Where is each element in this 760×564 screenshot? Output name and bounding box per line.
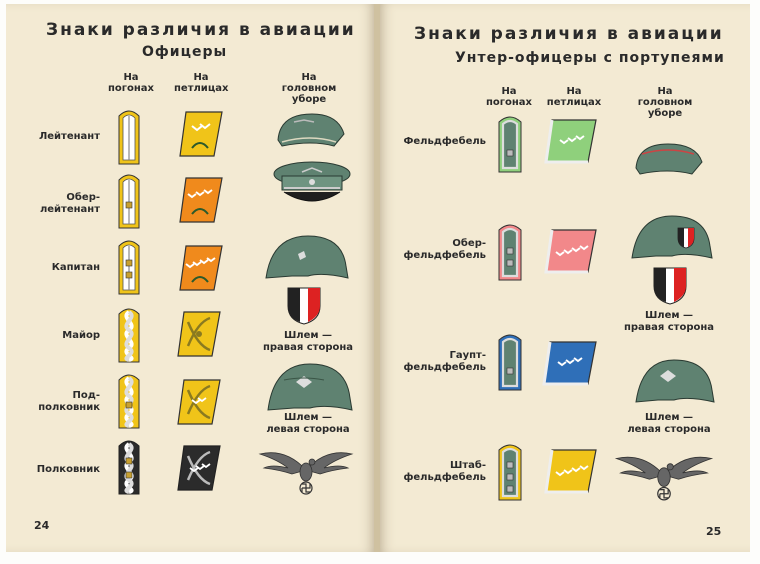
left-page-subtitle: Офицеры xyxy=(142,44,228,60)
side-cap-nco xyxy=(635,143,703,175)
shoulder-board-stabsfeldwebel xyxy=(498,444,522,501)
shoulder-board-podpolkovnik xyxy=(118,374,140,429)
book-spine xyxy=(374,4,380,552)
collar-tab-hauptfeldwebel xyxy=(542,341,597,386)
left-page-number: 24 xyxy=(34,519,50,532)
shoulder-board-feldwebel xyxy=(498,116,522,173)
collar-tab-polkovnik xyxy=(177,445,221,491)
left-col-head-headgear: На головном уборе xyxy=(281,72,337,105)
shoulder-board-oberfeldwebel xyxy=(498,224,522,281)
collar-tab-kapitan xyxy=(179,245,223,291)
rank-label-hauptfeldwebel: Гаупт- фельдфебель xyxy=(403,350,486,373)
rank-label-oberfeldwebel: Обер- фельдфебель xyxy=(403,238,486,261)
left-caption-helmet-right-side: Шлем — правая сторона xyxy=(262,330,354,353)
side-cap-officer xyxy=(277,113,345,147)
rank-label-leitenant: Лейтенант xyxy=(38,131,100,142)
left-caption-helmet-left-side: Шлем — левая сторона xyxy=(266,412,350,435)
left-col-head-collar: На петлицах xyxy=(174,72,229,94)
right-col-head-shoulder: На погонах xyxy=(486,86,532,108)
right-page-number: 25 xyxy=(706,525,722,538)
rank-label-feldwebel: Фельдфебель xyxy=(403,136,486,147)
collar-tab-feldwebel xyxy=(544,119,597,164)
luftwaffe-eagle-emblem-nco xyxy=(614,456,714,501)
collar-tab-oberfeldwebel xyxy=(544,229,597,274)
rank-label-podpolkovnik: Под- полковник xyxy=(38,390,100,413)
right-col-head-collar: На петлицах xyxy=(546,86,602,108)
shoulder-board-major xyxy=(118,308,140,363)
shoulder-board-polkovnik xyxy=(118,440,140,495)
helmet-shield-right-side xyxy=(287,287,321,325)
helmet-left-side-nco xyxy=(635,359,715,403)
right-caption-helmet-left-side: Шлем — левая сторона xyxy=(627,412,711,435)
collar-tab-stabsfeldwebel xyxy=(544,449,597,494)
shoulder-board-ober-leitenant xyxy=(118,174,140,229)
peaked-cap-officer xyxy=(273,161,351,202)
shoulder-board-kapitan xyxy=(118,240,140,295)
rank-label-major: Майор xyxy=(62,330,100,341)
right-caption-helmet-right-side: Шлем — правая сторона xyxy=(623,310,715,333)
collar-tab-podpolkovnik xyxy=(177,379,221,425)
right-page-subtitle: Унтер-офицеры с портупеями xyxy=(455,50,725,66)
helmet-nco xyxy=(631,215,713,259)
rank-label-polkovnik: Полковник xyxy=(36,464,100,475)
right-page-title: Знаки различия в авиации xyxy=(414,24,724,44)
rank-label-kapitan: Капитан xyxy=(51,262,100,273)
helmet-left-side xyxy=(267,363,353,411)
helmet-shield-right-side-nco xyxy=(653,267,687,305)
right-col-head-headgear: На головном уборе xyxy=(637,86,693,119)
shoulder-board-leitenant xyxy=(118,110,140,165)
helmet-officer xyxy=(265,235,349,279)
luftwaffe-eagle-emblem xyxy=(258,452,354,495)
rank-label-stabsfeldwebel: Штаб- фельдфебель xyxy=(403,460,486,483)
rank-label-ober-leitenant: Обер- лейтенант xyxy=(39,192,100,215)
left-col-head-shoulder: На погонах xyxy=(108,72,154,94)
shoulder-board-hauptfeldwebel xyxy=(498,334,522,391)
collar-tab-ober-leitenant xyxy=(179,177,223,223)
collar-tab-leitenant xyxy=(179,111,223,157)
collar-tab-major xyxy=(177,311,221,357)
left-page-title: Знаки различия в авиации xyxy=(46,20,356,40)
